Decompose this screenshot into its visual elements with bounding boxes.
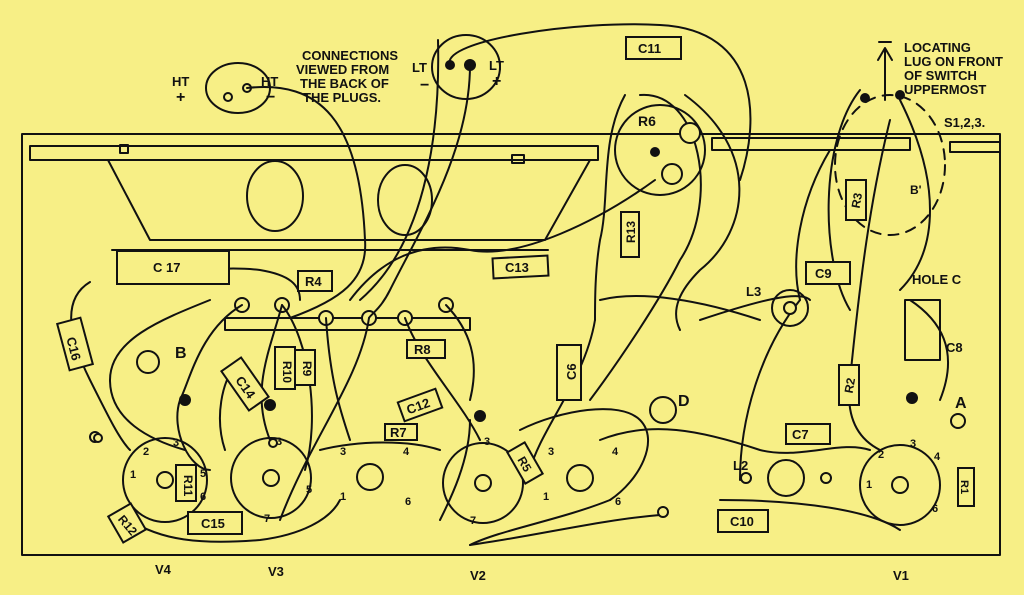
v2-pin-7: 7 [470,515,476,527]
r13-label: R13 [624,221,638,243]
c8-label: C8 [946,340,963,355]
v2-right-pin-3: 3 [548,446,554,458]
valve-holder-v4 [89,350,208,523]
c6-label: C6 [564,363,579,380]
v1-pin-6: 6 [932,503,938,515]
note-locating-2: LUG ON FRONT [904,54,1003,69]
hole-b-label: B [175,345,187,362]
note-connections-3: THE BACK OF [300,76,389,91]
valve-v3-label: V3 [268,564,284,579]
valve-v4-label: V4 [155,562,172,577]
speaker-frame [107,159,591,251]
ht-plus-label: HT [172,74,189,89]
v1-pin-1: 1 [866,479,872,491]
holes [93,396,677,518]
v2-left-pin-3: 3 [340,446,346,458]
ht-plus-sign: + [176,89,185,106]
coil-l2 [740,459,832,497]
v4-pin-2: 2 [143,446,149,458]
c17-label: C 17 [153,260,180,275]
note-locating-1: LOCATING [904,40,971,55]
lt-minus-sign: − [420,77,429,94]
ht-minus-sign: − [266,89,275,106]
v4-pin-5: 5 [200,468,206,480]
v2-right-pin-1: 1 [543,491,549,503]
r7-label: R7 [390,425,407,440]
note-locating-3: OF SWITCH [904,68,977,83]
v4-pin-1: 1 [130,469,136,481]
r6-label: R6 [638,113,656,129]
notes: CONNECTIONS VIEWED FROM THE BACK OF THE … [296,40,1003,130]
v2-right-pin-6: 6 [615,496,621,508]
component-boxes [55,36,975,544]
r11-label: R11 [181,475,195,497]
c13-label: C13 [505,260,529,275]
pin-numbers: 1 2 3 5 6 3 5 7 3 7 3 4 1 6 3 4 1 6 1 2 … [130,436,941,527]
c7-label: C7 [792,427,809,442]
r2-label: R2 [842,376,859,394]
valve-holder-v3 [230,399,312,519]
valve-holder-v2 [356,410,594,524]
switch-s1 [834,90,946,236]
v4-pin-6: 6 [200,491,206,503]
note-connections-2: VIEWED FROM [296,62,389,77]
v2-left-pin-1: 1 [340,491,346,503]
note-connections-4: THE PLUGS. [303,90,381,105]
valve-v2-label: V2 [470,568,486,583]
hole-c-label: HOLE C [912,272,962,287]
component-labels: C11 C 17 C13 C16 C14 C15 C12 C6 C9 C8 C7… [63,41,970,538]
note-connections-1: CONNECTIONS [302,48,398,63]
v2-right-pin-4: 4 [612,446,619,458]
l3-label: L3 [746,284,761,299]
hole-labels: A B D HOLE C B' [175,183,967,412]
r8-label: R8 [414,342,431,357]
v1-pin-4: 4 [934,451,941,463]
chassis [21,133,1001,556]
c10-label: C10 [730,514,754,529]
v2-pin-3: 3 [484,436,490,448]
r3-label: R3 [849,191,866,209]
locating-arrow [877,41,893,101]
v2-left-pin-6: 6 [405,496,411,508]
hole-d-label: D [678,393,690,410]
lt-minus-label: LT [412,60,427,75]
valve-labels: V4 V3 V2 V1 [155,562,909,583]
c11-label: C11 [638,41,661,56]
c15-label: C15 [201,516,225,531]
v2-left-pin-4: 4 [403,446,410,458]
l2-label: L2 [733,458,748,473]
switch-label: S1,2,3. [944,115,985,130]
valve-holder-v1 [859,392,966,526]
r1-label: R1 [958,480,970,494]
v1-pin-2: 2 [878,449,884,461]
potentiometer-r6 [614,104,706,196]
v4-pin-3: 3 [173,437,179,449]
coil-l3 [771,289,809,327]
lt-plus-label: LT [489,58,504,73]
v1-pin-3: 3 [910,438,916,450]
r9-label: R9 [300,361,314,377]
r4-label: R4 [305,274,322,289]
v3-pin-3: 3 [276,436,282,448]
note-locating-4: UPPERMOST [904,82,986,97]
ht-minus-label: HT [261,74,278,89]
c9-label: C9 [815,266,832,281]
r5-label: R5 [515,454,535,475]
c16-label: C16 [63,335,84,362]
valve-v1-label: V1 [893,568,909,583]
b-prime-label: B' [910,183,922,197]
v3-pin-5: 5 [306,484,312,496]
r10-label: R10 [280,361,294,383]
lt-plus-sign: + [492,73,501,90]
v3-pin-7: 7 [264,513,270,525]
tag-strip [224,297,471,331]
plug-labels: HT + HT − LT − LT + [172,58,504,106]
hole-a-label: A [955,395,967,412]
capacitor-c8-body [904,299,941,361]
